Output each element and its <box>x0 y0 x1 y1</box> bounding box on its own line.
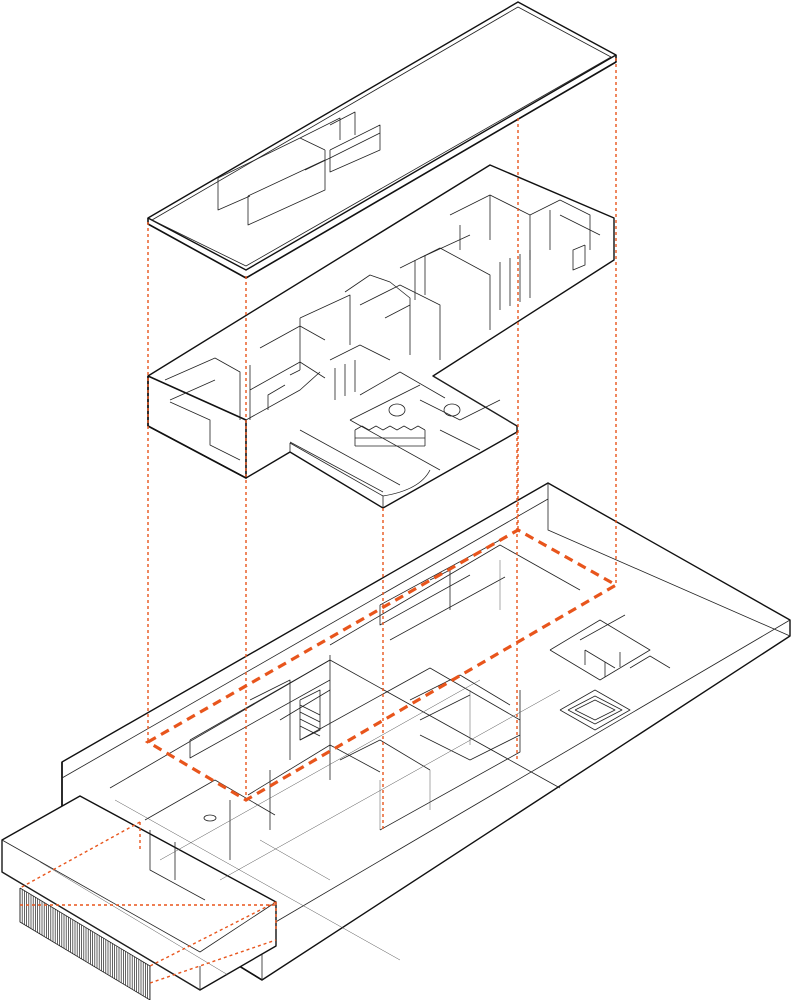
upper-floor <box>147 164 615 509</box>
upper-floor-interior <box>164 194 601 497</box>
roof-skylights <box>217 111 381 226</box>
roof <box>147 1 617 279</box>
ground-floor <box>1 482 791 1000</box>
projection-lines <box>19 58 617 984</box>
garden-wall-hatch <box>19 888 151 1000</box>
